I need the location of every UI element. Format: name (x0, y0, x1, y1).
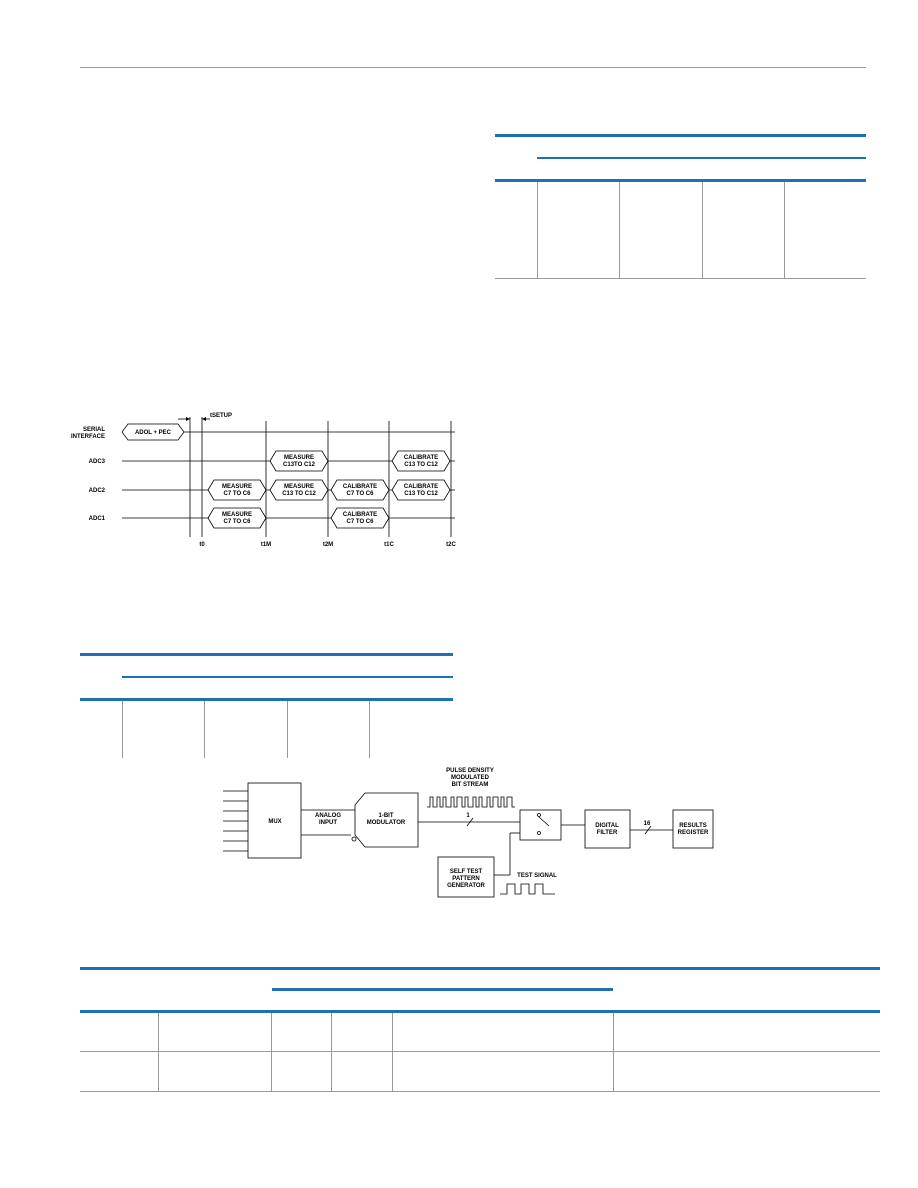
adc3-box-1 (269, 450, 329, 472)
mux-label: MUX (268, 819, 281, 825)
header-rule (80, 67, 866, 68)
bus16-label: 16 (644, 821, 651, 827)
signal-adc1: ADC1 (89, 516, 106, 522)
mux-block (247, 782, 302, 859)
t-setup-label: tSETUP (210, 413, 232, 419)
results-register-block (672, 809, 714, 849)
serial-box-label: ADOL + PEC (135, 430, 172, 436)
bus1-label: 1 (466, 813, 470, 819)
serial-box (121, 423, 185, 441)
test-signal-label: TEST SIGNAL (517, 873, 557, 879)
tick-t1m: t1M (261, 542, 271, 548)
adc2-box-1 (207, 479, 267, 501)
tick-t2c: t2C (446, 542, 456, 548)
modulator-block (354, 792, 419, 848)
tick-t0: t0 (199, 542, 205, 548)
tick-t2m: t2M (323, 542, 333, 548)
signal-adc3: ADC3 (89, 459, 106, 465)
self-test-block (437, 856, 495, 898)
tick-t1c: t1C (384, 542, 394, 548)
adc2-box-4 (391, 479, 451, 501)
digital-filter-block (584, 809, 631, 849)
adc1-box-1 (207, 507, 267, 529)
adc1-box-2 (330, 507, 390, 529)
adc3-box-2 (391, 450, 451, 472)
adc2-box-3 (330, 479, 390, 501)
adc2-box-2 (269, 479, 329, 501)
signal-adc2: ADC2 (89, 488, 106, 494)
